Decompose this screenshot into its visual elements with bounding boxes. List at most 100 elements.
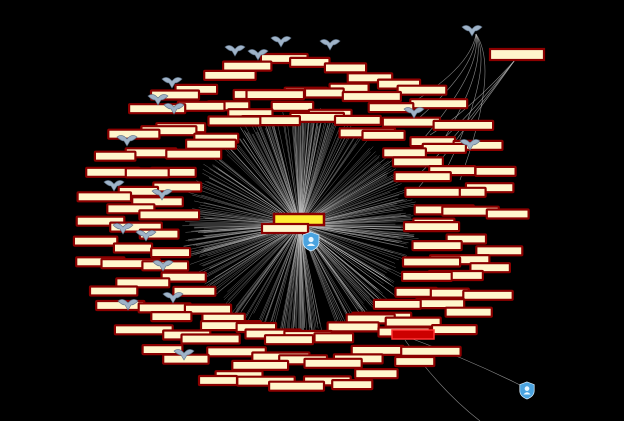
graph-node[interactable] (150, 247, 192, 259)
user-shield-icon[interactable] (519, 381, 535, 400)
graph-node[interactable] (354, 368, 399, 380)
graph-node[interactable] (197, 374, 239, 387)
edge (299, 224, 314, 343)
edge (239, 138, 301, 226)
graph-node[interactable] (331, 379, 374, 391)
graph-node[interactable] (432, 119, 495, 132)
graph-node[interactable] (115, 277, 171, 289)
edge (299, 118, 335, 226)
graph-node[interactable] (231, 359, 290, 371)
bird-icon (319, 39, 341, 51)
graph-node[interactable] (270, 100, 315, 113)
long-edge (435, 33, 479, 153)
graph-node[interactable] (93, 150, 137, 162)
graph-node[interactable] (474, 165, 517, 177)
edge (198, 224, 301, 281)
graph-node[interactable] (152, 181, 203, 193)
graph-node[interactable] (207, 115, 262, 127)
edge (279, 224, 301, 332)
graph-node[interactable] (485, 208, 530, 220)
edge (292, 106, 301, 226)
graph-node[interactable] (124, 167, 170, 179)
graph-node[interactable] (404, 186, 461, 198)
graph-node[interactable] (313, 332, 355, 344)
graph-node[interactable] (381, 116, 442, 128)
graph-node[interactable] (289, 56, 331, 69)
graph-node[interactable] (268, 380, 326, 392)
graph-node[interactable] (141, 344, 184, 356)
graph-node[interactable] (333, 114, 382, 127)
edge (292, 224, 301, 342)
long-edge (459, 33, 486, 181)
graph-node[interactable] (394, 355, 436, 368)
edge (253, 224, 301, 314)
edge (261, 224, 301, 323)
bird-icon (162, 292, 184, 304)
graph-node[interactable] (382, 147, 428, 159)
graph-node[interactable] (222, 60, 273, 72)
graph-node[interactable] (323, 62, 368, 74)
graph-node[interactable] (245, 88, 306, 101)
edge (241, 224, 301, 312)
central-node-group[interactable] (260, 212, 535, 400)
graph-node[interactable] (393, 171, 452, 183)
edge (299, 224, 314, 332)
icon-layer (103, 25, 483, 361)
graph-node[interactable] (180, 333, 241, 345)
graph-node[interactable] (396, 84, 448, 96)
graph-node[interactable] (76, 191, 133, 203)
graph-node[interactable] (401, 256, 462, 268)
graph-node[interactable] (88, 285, 139, 297)
edge (227, 224, 301, 293)
user-shield-icon[interactable] (302, 231, 320, 252)
edge (299, 146, 374, 226)
edge (247, 224, 301, 322)
graph-node[interactable] (303, 357, 363, 369)
edge (228, 138, 301, 226)
graph-node[interactable] (475, 245, 524, 257)
edge (224, 224, 301, 309)
graph-node[interactable] (401, 270, 453, 282)
graph-node[interactable] (409, 98, 469, 110)
edge (299, 118, 304, 226)
edge (235, 224, 301, 307)
graph-node[interactable] (391, 156, 445, 168)
graph-node[interactable] (444, 306, 493, 318)
graph-node[interactable] (203, 69, 257, 82)
graph-node[interactable] (361, 129, 406, 141)
edge (299, 118, 303, 226)
graph-node[interactable] (367, 101, 415, 114)
graph-node[interactable] (421, 142, 468, 154)
graph-node[interactable] (326, 321, 380, 333)
graph-node[interactable] (260, 222, 310, 235)
graph-node[interactable] (303, 87, 345, 99)
graph-node[interactable] (185, 138, 238, 150)
edge (266, 116, 301, 226)
graph-node[interactable] (372, 298, 422, 310)
edge (299, 224, 398, 243)
graph-node[interactable] (150, 311, 193, 323)
graph-node[interactable] (341, 90, 402, 103)
graph-node[interactable] (138, 209, 201, 221)
edge (299, 135, 351, 226)
graph-node[interactable] (72, 235, 119, 247)
graph-node[interactable] (430, 324, 478, 336)
edge (223, 224, 301, 298)
highlighted-graph-node[interactable] (391, 329, 435, 340)
graph-node[interactable] (462, 289, 514, 301)
graph-node[interactable] (165, 148, 223, 160)
edge (286, 116, 301, 226)
graph-node-detached[interactable] (488, 47, 546, 62)
graph-node[interactable] (112, 242, 154, 254)
bird-icon (103, 180, 125, 192)
edge (265, 224, 301, 320)
graph-node[interactable] (263, 334, 315, 346)
graph-node[interactable] (402, 221, 461, 233)
edge (299, 121, 347, 226)
graph-node[interactable] (411, 240, 463, 252)
graph-node[interactable] (160, 271, 207, 283)
graph-node[interactable] (400, 345, 462, 357)
edge (299, 136, 349, 226)
graph-node[interactable] (172, 285, 217, 297)
